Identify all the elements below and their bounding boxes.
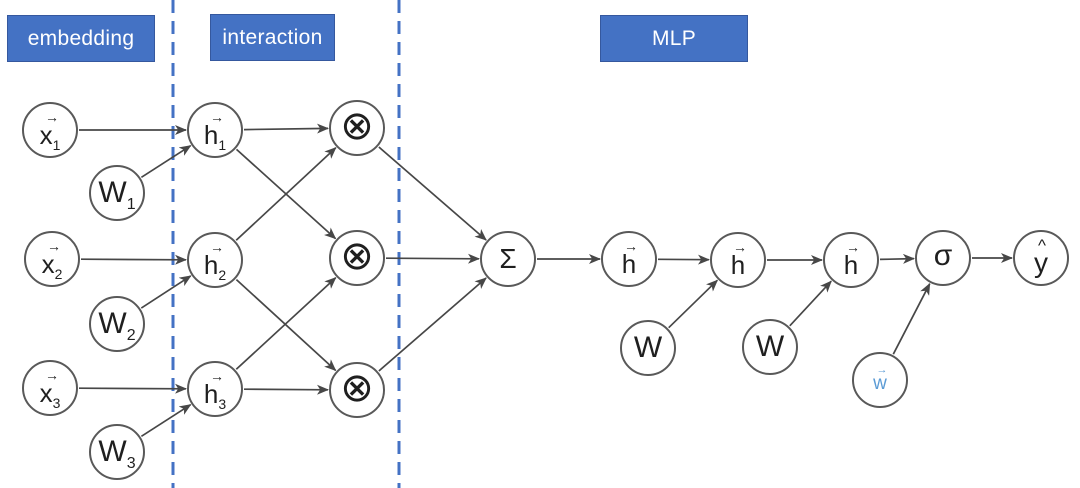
- vector-arrow-accent: →: [45, 108, 59, 125]
- node-label: h1: [203, 119, 227, 153]
- node-x3: →x3: [22, 360, 78, 416]
- node-label: h3: [203, 378, 227, 412]
- node-label: W3: [98, 435, 136, 472]
- node-yhat: ^y: [1013, 230, 1069, 286]
- node-hb: →h: [710, 232, 766, 288]
- vector-arrow-accent: →: [624, 237, 638, 254]
- node-sig: σ: [915, 230, 971, 286]
- node-label: h: [621, 248, 637, 279]
- node-label: x1: [39, 119, 61, 153]
- arrow-h2-to-ot3: [235, 278, 337, 372]
- arrow-ot3-to-sum: [378, 277, 487, 372]
- node-symbol: ⊗: [340, 103, 374, 149]
- node-ot2: ⊗: [329, 230, 385, 286]
- node-label: x2: [41, 248, 63, 282]
- node-label: W: [633, 331, 663, 364]
- node-label: h: [730, 249, 746, 280]
- node-W2: W2: [89, 296, 145, 352]
- node-ha: →h: [601, 231, 657, 287]
- arrow-h2-to-ot1: [235, 147, 337, 241]
- vector-arrow-accent: →: [210, 108, 224, 125]
- node-W3: W3: [89, 424, 145, 480]
- arrow-x2-to-h2: [80, 254, 187, 265]
- node-wv: →w: [852, 352, 908, 408]
- arrow-h1-to-ot1: [243, 123, 329, 134]
- vector-arrow-accent: →: [45, 366, 59, 383]
- node-ot3: ⊗: [329, 362, 385, 418]
- node-ot1: ⊗: [329, 100, 385, 156]
- node-label: W1: [98, 176, 136, 213]
- arrow-ot1-to-sum: [378, 146, 487, 241]
- vector-arrow-accent: →: [210, 367, 224, 384]
- node-h2: →h2: [187, 232, 243, 288]
- arrow-W1-to-h1: [140, 144, 192, 179]
- node-x2: →x2: [24, 231, 80, 287]
- arrow-h3-to-ot2: [235, 277, 337, 370]
- node-sum: Σ: [480, 231, 536, 287]
- node-label: W2: [98, 307, 136, 344]
- node-x1: →x1: [22, 102, 78, 158]
- section-label-interaction: interaction: [210, 14, 335, 61]
- arrow-hc-to-sig: [879, 253, 915, 264]
- node-symbol: Σ: [499, 243, 517, 274]
- arrow-x3-to-h3: [78, 383, 187, 394]
- node-symbol: ⊗: [340, 233, 374, 279]
- arrow-Wa-to-hb: [668, 279, 719, 329]
- node-label: w: [873, 373, 887, 394]
- arrow-Wb-to-hc: [789, 280, 832, 327]
- node-label: x3: [39, 377, 61, 411]
- section-label-mlp: MLP: [600, 15, 748, 62]
- node-label: h: [843, 249, 859, 280]
- arrow-h3-to-ot3: [243, 384, 329, 395]
- hat-accent: ^: [1038, 235, 1046, 255]
- node-h3: →h3: [187, 361, 243, 417]
- node-Wb: W: [742, 319, 798, 375]
- node-label: y: [1034, 246, 1048, 278]
- arrow-ot2-to-sum: [385, 253, 480, 264]
- node-symbol: ⊗: [340, 365, 374, 411]
- node-label: h2: [203, 249, 227, 283]
- node-label: W: [755, 330, 785, 363]
- vector-arrow-accent: →: [210, 238, 224, 255]
- node-W1: W1: [89, 165, 145, 221]
- node-h1: →h1: [187, 102, 243, 158]
- arrow-wv-to-sig: [892, 282, 931, 355]
- node-Wa: W: [620, 320, 676, 376]
- vector-arrow-accent: →: [876, 364, 888, 376]
- arrow-W2-to-h2: [140, 275, 192, 309]
- section-label-embedding: embedding: [7, 15, 155, 62]
- node-hc: →h: [823, 232, 879, 288]
- arrow-W3-to-h3: [140, 403, 192, 438]
- vector-arrow-accent: →: [846, 238, 860, 255]
- node-symbol: σ: [933, 239, 953, 272]
- vector-arrow-accent: →: [47, 237, 61, 254]
- vector-arrow-accent: →: [733, 238, 747, 255]
